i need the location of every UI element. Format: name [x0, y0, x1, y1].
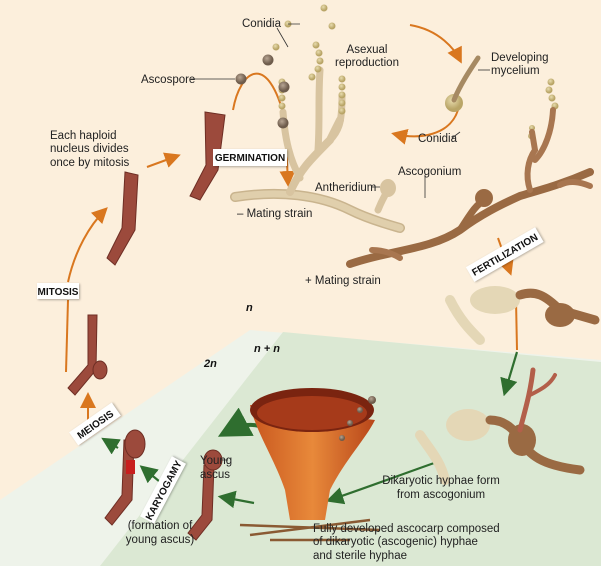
label-plus-strain: + Mating strain	[305, 275, 381, 287]
label-formation-1: (formation of	[128, 520, 193, 532]
label-ascocarp-1: Fully developed ascocarp composed	[313, 523, 500, 535]
label-antheridium: Antheridium	[315, 182, 376, 194]
developing-mycelium-hypha	[451, 55, 481, 103]
label-minus-strain: – Mating strain	[237, 208, 312, 220]
asci	[67, 111, 226, 541]
label-young-ascus-2: ascus	[200, 469, 230, 481]
plus-strain-mycelium	[346, 107, 594, 268]
label-asexual-2: reproduction	[335, 57, 399, 69]
label-dikaryotic-2: from ascogonium	[397, 489, 485, 501]
ploidy-diploid: 2n	[203, 358, 217, 370]
svg-text:GERMINATION: GERMINATION	[215, 153, 285, 164]
label-developing-2: mycelium	[491, 65, 540, 77]
label-dikaryotic-1: Dikaryotic hyphae form	[382, 475, 500, 487]
stage-mitosis: MITOSIS	[37, 283, 79, 299]
label-haploid-1: Each haploid	[50, 130, 117, 142]
fertilization-hyphae	[445, 286, 600, 345]
labels: Conidia Asexual reproduction Developing …	[50, 18, 549, 562]
svg-text:MITOSIS: MITOSIS	[38, 287, 79, 298]
label-formation-2: young ascus)	[126, 534, 195, 546]
ploidy-haploid: n	[246, 302, 253, 314]
label-ascospore: Ascospore	[141, 74, 195, 86]
leader-lines	[191, 23, 490, 461]
ascocarp	[239, 388, 381, 542]
ploidy-dikaryotic: n + n	[254, 343, 280, 355]
label-developing-1: Developing	[491, 52, 549, 64]
label-asexual-1: Asexual	[347, 44, 388, 56]
label-conidia-top: Conidia	[242, 18, 282, 30]
ascospores	[235, 54, 290, 129]
label-haploid-3: once by mitosis	[50, 157, 130, 169]
svg-text:FERTILIZATION: FERTILIZATION	[470, 232, 540, 279]
dikaryotic-hyphae	[415, 367, 585, 485]
label-conidia-right: Conidia	[418, 133, 458, 145]
label-haploid-2: nucleus divides	[50, 143, 129, 155]
label-young-ascus-1: Young	[200, 455, 232, 467]
stage-fertilization: FERTILIZATION	[465, 227, 544, 282]
label-ascogonium: Ascogonium	[398, 166, 461, 178]
stage-germination: GERMINATION	[213, 149, 287, 166]
label-ascocarp-3: and sterile hyphae	[313, 550, 407, 562]
label-ascocarp-2: of dikaryotic (ascogenic) hyphae	[313, 536, 478, 548]
